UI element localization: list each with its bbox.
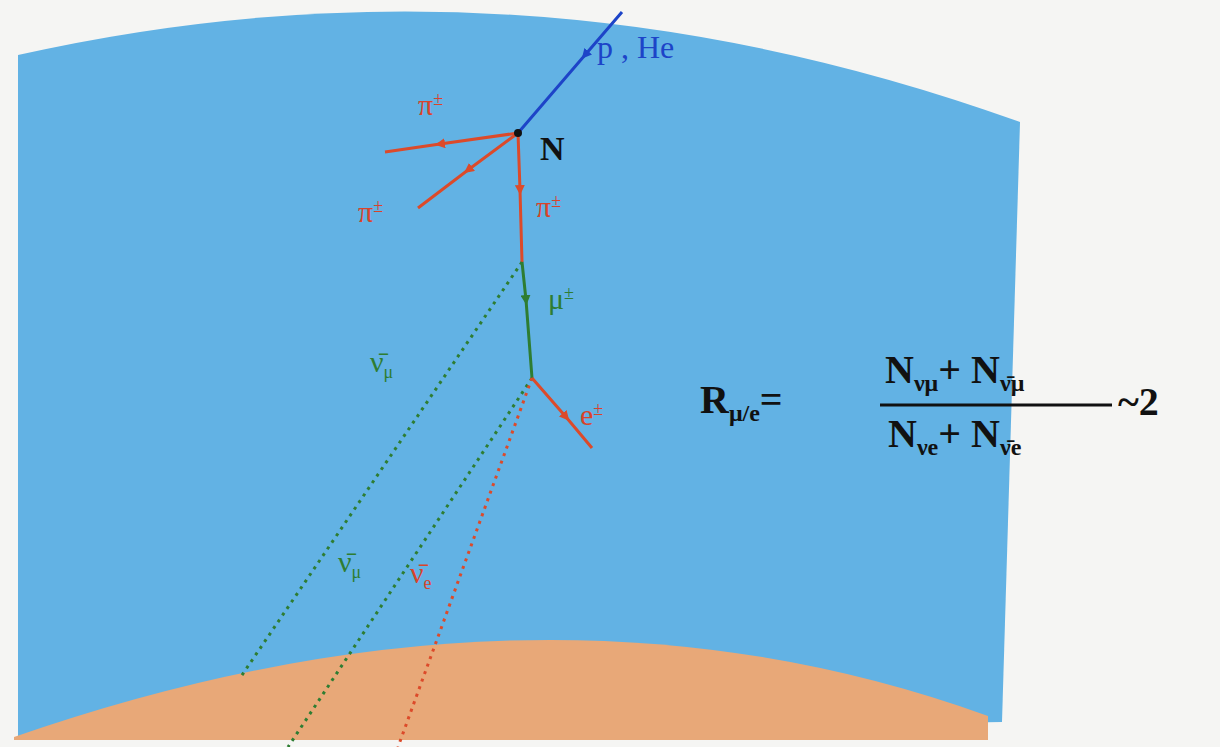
particle-label: π± [358, 195, 383, 228]
neutrino-track [398, 378, 532, 747]
text-run: ν̄μ [1000, 370, 1024, 396]
neutrino-track [288, 378, 532, 747]
formula-denominator: Nνe+ Nν̄e [888, 412, 1021, 456]
fraction-bar [880, 404, 1112, 407]
pion-track [518, 133, 522, 262]
nucleus-label: N [540, 130, 565, 167]
text-run: p , He [597, 29, 674, 65]
atmosphere [18, 11, 1020, 738]
text-run: N [540, 130, 565, 167]
particle-label: μ± [548, 282, 574, 315]
text-run: R [700, 377, 729, 422]
particle-label: π± [418, 88, 443, 121]
ratio-symbol: Rμ/e= [700, 378, 783, 422]
muon-track [522, 262, 532, 378]
text-run: ν̄ [338, 545, 352, 578]
text-run: ν̄ [370, 345, 384, 378]
neutrino-label: ν̄μ [338, 545, 361, 578]
text-run: ± [433, 89, 443, 109]
text-run: π [358, 195, 373, 228]
particle-label: p , He [597, 30, 674, 65]
neutrino-track [240, 262, 522, 678]
text-run: ± [551, 191, 561, 211]
particle-label: e± [580, 398, 603, 431]
text-run: ν̄e [1000, 434, 1021, 460]
text-run: N [885, 347, 914, 392]
text-run: μ [352, 562, 362, 582]
text-run: π [536, 190, 551, 223]
ratio-value: ~2 [1118, 380, 1159, 424]
formula-numerator: Nνμ+ Nν̄μ [885, 348, 1024, 392]
text-run: N [888, 411, 917, 456]
text-run: ± [564, 283, 574, 303]
text-run: π [418, 88, 433, 121]
text-run: e [424, 573, 432, 593]
interaction-point [514, 129, 522, 137]
text-run: νe [917, 434, 938, 460]
text-run: + N [938, 411, 1000, 456]
earth-surface [14, 640, 988, 740]
text-run: = [760, 377, 783, 422]
text-run: ± [593, 399, 603, 419]
text-run: ~2 [1118, 379, 1159, 424]
text-run: νμ [914, 370, 938, 396]
text-run: + N [938, 347, 1000, 392]
pion-track [418, 133, 518, 208]
text-run: μ [384, 362, 394, 382]
text-run: ± [373, 196, 383, 216]
neutrino-label: ν̄e [410, 556, 432, 589]
text-run: ν̄ [410, 556, 424, 589]
text-run: μ/e [729, 400, 760, 426]
particle-label: π± [536, 190, 561, 223]
text-run: μ [548, 282, 564, 315]
neutrino-label: ν̄μ [370, 345, 393, 378]
text-run: e [580, 398, 593, 431]
